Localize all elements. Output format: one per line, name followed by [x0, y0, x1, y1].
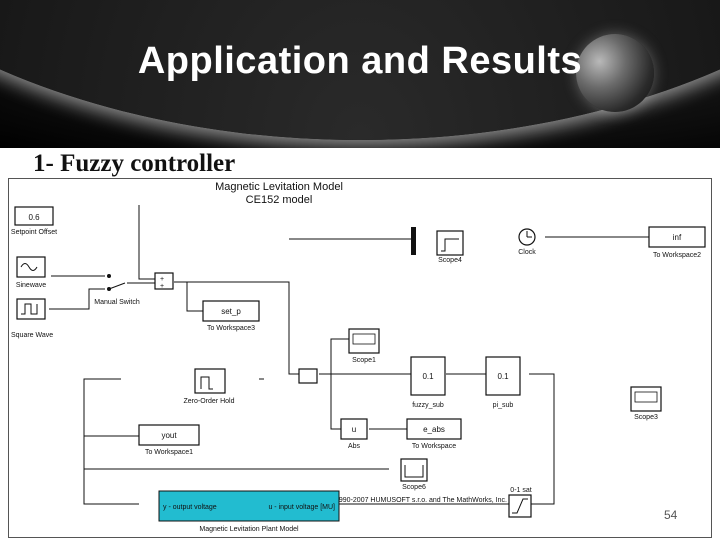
plant-output-port: y - output voltage — [163, 504, 217, 511]
diagram-title: Magnetic Levitation Model — [215, 181, 343, 193]
sum-sign-1: + — [160, 276, 164, 283]
fuzzy-label: fuzzy_sub — [412, 402, 444, 409]
simulink-diagram: Magnetic Levitation Model CE152 model 0.… — [8, 178, 712, 538]
yout-label: To Workspace1 — [145, 449, 193, 456]
to-workspace-label: To Workspace — [412, 443, 456, 450]
clock-label: Clock — [518, 249, 536, 256]
yout-value: yout — [161, 431, 177, 440]
mux-block[interactable] — [411, 227, 416, 255]
scope4-block[interactable] — [437, 231, 463, 255]
slide-title: Application and Results — [0, 40, 720, 83]
pi-label: pi_sub — [493, 402, 514, 409]
fuzzy-gain: 0.1 — [422, 372, 434, 381]
saturation-label: 0-1 sat — [510, 487, 531, 494]
to-workspace2-label: To Workspace2 — [653, 252, 701, 259]
switch-lever-icon[interactable] — [109, 283, 125, 289]
scope6-label: Scope6 — [402, 484, 426, 491]
title-banner: Application and Results — [0, 0, 720, 148]
pi-gain: 0.1 — [497, 372, 509, 381]
abs-value: u — [352, 425, 356, 434]
to-workspace-value: e_abs — [423, 425, 445, 434]
zoh-label: Zero-Order Hold — [184, 398, 235, 405]
diagram-canvas: Magnetic Levitation Model CE152 model 0.… — [9, 179, 711, 537]
signal-wires — [49, 205, 554, 504]
sum-sign-2: + — [160, 283, 164, 290]
to-workspace3-value: set_p — [221, 307, 241, 316]
slide-subtitle: 1- Fuzzy controller — [33, 150, 235, 178]
diagram-subtitle: CE152 model — [246, 194, 313, 206]
scope1-block[interactable] — [349, 329, 379, 353]
copyright-text: 1990-2007 HUMUSOFT s.r.o. and The MathWo… — [335, 497, 507, 504]
scope3-block[interactable] — [631, 387, 661, 411]
abs-label: Abs — [348, 443, 361, 450]
switch-contact-icon — [107, 274, 111, 278]
scope1-label: Scope1 — [352, 357, 376, 364]
square-wave-label: Square Wave — [11, 332, 53, 339]
setpoint-label: Setpoint Offset — [11, 229, 57, 236]
scope3-label: Scope3 — [634, 414, 658, 421]
page-number: 54 — [664, 508, 677, 522]
plant-input-port: u - input voltage [MU] — [268, 504, 335, 511]
setpoint-value: 0.6 — [28, 213, 40, 222]
manual-switch-label: Manual Switch — [94, 299, 140, 306]
scope4-label: Scope4 — [438, 257, 462, 264]
plant-label: Magnetic Levitation Plant Model — [199, 526, 299, 533]
junction-block[interactable] — [299, 369, 317, 383]
sinewave-label: Sinewave — [16, 282, 46, 289]
to-workspace3-label: To Workspace3 — [207, 325, 255, 332]
to-workspace2-value: inf — [673, 233, 682, 242]
